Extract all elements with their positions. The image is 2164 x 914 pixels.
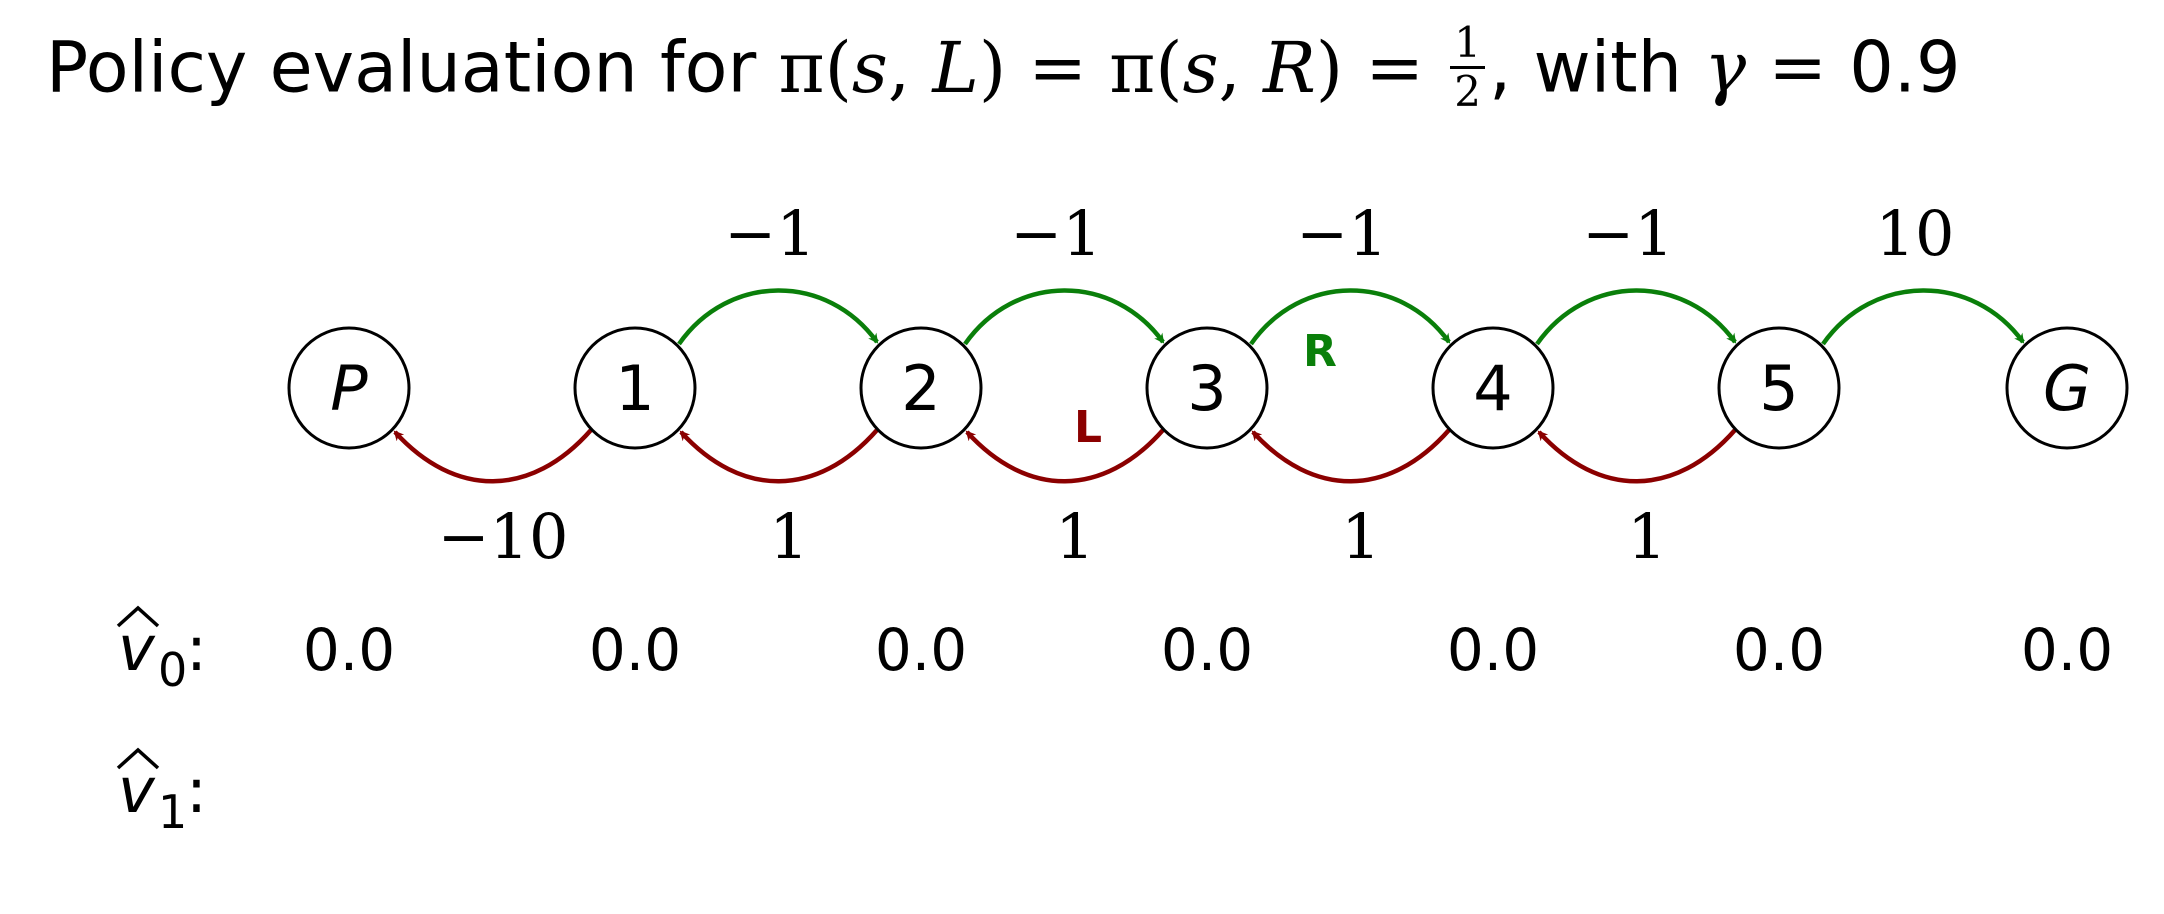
title-pi-1: π bbox=[778, 26, 825, 109]
state-node-G: G bbox=[2005, 326, 2129, 450]
title-prefix: Policy evaluation for bbox=[46, 26, 779, 109]
value-colon: : bbox=[186, 612, 207, 685]
state-label: 3 bbox=[1187, 352, 1226, 425]
left-arrow-5-to-4 bbox=[1537, 428, 1737, 484]
state-node-1: 1 bbox=[573, 326, 697, 450]
hat-accent bbox=[116, 605, 160, 628]
state-circle bbox=[287, 326, 411, 450]
left-reward-label-5: 1 bbox=[1627, 500, 1666, 573]
state-circle bbox=[573, 326, 697, 450]
right-reward-label-4: −1 bbox=[1582, 197, 1673, 270]
right-reward-label-1: −1 bbox=[724, 197, 815, 270]
value-cell-3: 0.0 bbox=[1161, 616, 1253, 684]
title-equals-3: = bbox=[1746, 26, 1850, 109]
state-circle bbox=[2005, 326, 2129, 450]
state-label: 2 bbox=[901, 352, 940, 425]
title-gamma-value: 0.9 bbox=[1849, 26, 1961, 109]
reward-labels: −1 −1 −1 −1 10 −10 1 1 1 1 R L bbox=[438, 197, 1955, 573]
left-arrow-4-to-3 bbox=[1251, 428, 1451, 484]
value-cell-G: 0.0 bbox=[2021, 616, 2113, 684]
title-equals-1: = bbox=[1006, 26, 1110, 109]
right-arrow-3-to-4 bbox=[1249, 288, 1451, 346]
title-s-2: s bbox=[1182, 26, 1219, 109]
state-node-3: 3 bbox=[1145, 326, 1269, 450]
state-label: P bbox=[330, 352, 368, 425]
state-circle bbox=[1431, 326, 1555, 450]
value-cell-4: 0.0 bbox=[1447, 616, 1539, 684]
state-node-P: P bbox=[287, 326, 411, 450]
title-L: L bbox=[932, 26, 979, 109]
right-arrow-4-to-5 bbox=[1535, 288, 1737, 346]
state-label: 4 bbox=[1473, 352, 1512, 425]
title-open-paren-1: ( bbox=[824, 26, 852, 109]
title-comma-2: , bbox=[1218, 26, 1264, 109]
right-arrow-1-to-2 bbox=[677, 288, 879, 346]
left-reward-label-2: 1 bbox=[769, 500, 808, 573]
value-cell-5: 0.0 bbox=[1733, 616, 1825, 684]
right-reward-label-2: −1 bbox=[1010, 197, 1101, 270]
action-label-right: R bbox=[1303, 326, 1337, 377]
fraction-denominator: 2 bbox=[1454, 67, 1481, 116]
value-cell-P: 0.0 bbox=[303, 616, 395, 684]
state-nodes: P 1 2 3 4 5 G bbox=[287, 326, 2129, 450]
action-label-left: L bbox=[1074, 402, 1102, 453]
page-title: Policy evaluation for π(s, L) = π(s, R) … bbox=[46, 22, 1961, 119]
title-with: , with bbox=[1488, 26, 1705, 109]
state-label: 5 bbox=[1759, 352, 1798, 425]
title-open-paren-2: ( bbox=[1155, 26, 1183, 109]
left-reward-label-3: 1 bbox=[1055, 500, 1094, 573]
state-label: 1 bbox=[615, 352, 654, 425]
state-circle bbox=[1717, 326, 1841, 450]
left-arrow-2-to-1 bbox=[679, 428, 879, 484]
transition-arrows bbox=[393, 288, 2025, 484]
title-pi-2: π bbox=[1109, 26, 1156, 109]
value-symbol: v bbox=[118, 754, 156, 827]
right-arrow-5-to-G bbox=[1821, 288, 2025, 346]
left-reward-label-1: −10 bbox=[438, 500, 569, 573]
state-node-4: 4 bbox=[1431, 326, 1555, 450]
state-node-2: 2 bbox=[859, 326, 983, 450]
value-symbol: v bbox=[118, 612, 156, 685]
right-reward-label-3: −1 bbox=[1296, 197, 1387, 270]
title-s-1: s bbox=[851, 26, 888, 109]
state-circle bbox=[1145, 326, 1269, 450]
value-cell-2: 0.0 bbox=[875, 616, 967, 684]
hat-accent bbox=[116, 747, 160, 770]
right-arrow-2-to-3 bbox=[963, 288, 1165, 346]
fraction-numerator: 1 bbox=[1450, 22, 1485, 69]
state-circle bbox=[859, 326, 983, 450]
title-close-paren-2: ) bbox=[1315, 26, 1344, 109]
title-comma-1: , bbox=[887, 26, 933, 109]
right-reward-label-5: 10 bbox=[1876, 197, 1955, 270]
state-label: G bbox=[2043, 352, 2091, 425]
title-gamma: γ bbox=[1704, 26, 1747, 109]
value-subscript: 1 bbox=[158, 785, 187, 839]
left-arrow-1-to-P bbox=[393, 428, 593, 484]
left-arrow-3-to-2 bbox=[965, 428, 1165, 484]
title-close-paren-1: ) bbox=[978, 26, 1007, 109]
title-equals-2: = bbox=[1343, 26, 1447, 109]
state-node-5: 5 bbox=[1717, 326, 1841, 450]
value-colon: : bbox=[186, 754, 207, 827]
title-R: R bbox=[1263, 26, 1316, 109]
value-cell-1: 0.0 bbox=[589, 616, 681, 684]
left-reward-label-4: 1 bbox=[1341, 500, 1380, 573]
value-subscript: 0 bbox=[158, 643, 187, 697]
